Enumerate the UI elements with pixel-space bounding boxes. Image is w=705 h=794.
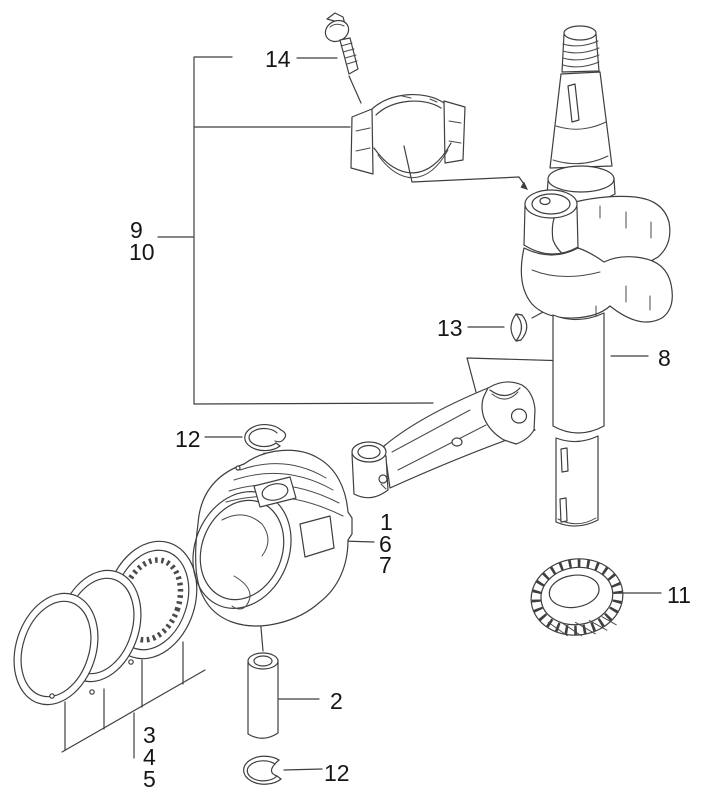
crank-upper-counterweight <box>551 195 671 267</box>
piston-ring-grooves <box>225 463 344 517</box>
rod-oil-hole <box>451 437 463 447</box>
shaft-keyway-slot-1 <box>560 447 569 473</box>
rod-small-end-body <box>351 453 389 499</box>
gear-root-circle <box>540 566 614 626</box>
callout-4: 4 <box>143 744 156 770</box>
top-ring-inner <box>20 600 92 698</box>
oil-ring-expander <box>118 557 184 643</box>
crankshaft-part <box>520 25 673 527</box>
piston-pin-part <box>247 652 279 739</box>
piston-rim-dot <box>235 465 241 471</box>
rod-small-end-top <box>351 441 387 463</box>
cap-right-lug <box>443 100 466 164</box>
callout-8: 8 <box>658 345 671 371</box>
rod-small-bolt <box>378 474 388 484</box>
arrowhead <box>520 181 528 190</box>
key-face <box>515 313 528 342</box>
rod-bolt-hole <box>510 408 528 424</box>
callout-1: 1 <box>380 509 393 535</box>
callout-6: 6 <box>379 531 392 557</box>
callout-7: 7 <box>379 552 392 578</box>
circlip-lower-part <box>243 755 282 785</box>
cap-outer-arch <box>371 94 445 110</box>
circlip-outer <box>244 423 282 452</box>
timing-gear-part <box>530 558 624 637</box>
shaft-keyway-slot-2 <box>559 497 568 523</box>
crank-taper <box>549 71 613 169</box>
bolt-shank <box>339 37 359 75</box>
gear-teeth <box>531 559 623 635</box>
leader-cap-to-crankpin <box>403 145 527 188</box>
callout-12-bottom: 12 <box>324 760 350 786</box>
callout-13: 13 <box>437 315 463 341</box>
rod-big-end <box>481 381 536 445</box>
bracket-9-10 <box>193 56 434 405</box>
gear-tip-circle <box>530 558 624 636</box>
callout-9: 9 <box>130 217 143 243</box>
woodruff-key-part <box>510 313 528 342</box>
gear-helical-teeth <box>547 616 617 637</box>
gear-bore <box>548 574 600 609</box>
ring-gap-dot <box>89 689 95 695</box>
leader-bolt-to-cap <box>348 75 362 104</box>
callout-2: 2 <box>330 688 343 714</box>
piston-pin-bore-top <box>253 476 297 508</box>
cap-left-lug <box>350 108 374 175</box>
piston-inner-skirt-edge <box>231 575 251 610</box>
circlip-inner <box>248 427 278 448</box>
callout-labels: 14 9 10 13 8 12 1 6 7 2 12 3 4 5 11 <box>129 46 691 792</box>
crank-main-journal <box>552 312 605 434</box>
circlip-upper-part <box>244 423 287 452</box>
piston-pin-bore-hole <box>261 483 289 501</box>
crank-pin-rim <box>531 193 571 215</box>
rod-cap-part <box>350 94 466 179</box>
piston-part <box>192 449 353 627</box>
crank-pin-hole <box>539 196 551 206</box>
ring-gap-dot <box>128 659 134 665</box>
cap-bore-arc <box>373 142 452 174</box>
rod-bearing-saddle <box>489 387 521 397</box>
circlip-outer <box>243 755 282 785</box>
callout-11: 11 <box>667 582 691 608</box>
rod-small-end-bore <box>357 444 381 460</box>
callout-12-top: 12 <box>175 426 201 452</box>
callout-3: 3 <box>143 722 156 748</box>
piston-inner-boss <box>221 514 269 557</box>
ring-collector-diagonal <box>61 669 206 753</box>
callout-10: 10 <box>129 239 155 265</box>
piston-window <box>299 515 335 558</box>
piston-rings-part <box>13 540 198 706</box>
crank-lower-counterweight <box>520 247 673 323</box>
circlip-inner <box>246 760 278 782</box>
leader-12-bottom <box>283 768 323 771</box>
crank-upper-journal-flange <box>547 165 615 193</box>
pin-body <box>247 660 279 739</box>
ring-gap-dot <box>49 693 55 699</box>
callout-5: 5 <box>143 766 156 792</box>
bearing-shell-arch <box>375 100 442 116</box>
rod-bolt-part <box>324 12 359 75</box>
callout-14: 14 <box>265 46 291 72</box>
crank-keyway-slot <box>567 83 580 123</box>
circlip-hook <box>270 759 282 780</box>
connecting-rod-part <box>351 381 536 499</box>
pin-top <box>247 652 279 670</box>
crank-stub-top <box>563 25 597 41</box>
circlip-hook <box>274 429 287 447</box>
top-ring-outer <box>13 592 99 706</box>
pin-bore <box>253 655 273 667</box>
